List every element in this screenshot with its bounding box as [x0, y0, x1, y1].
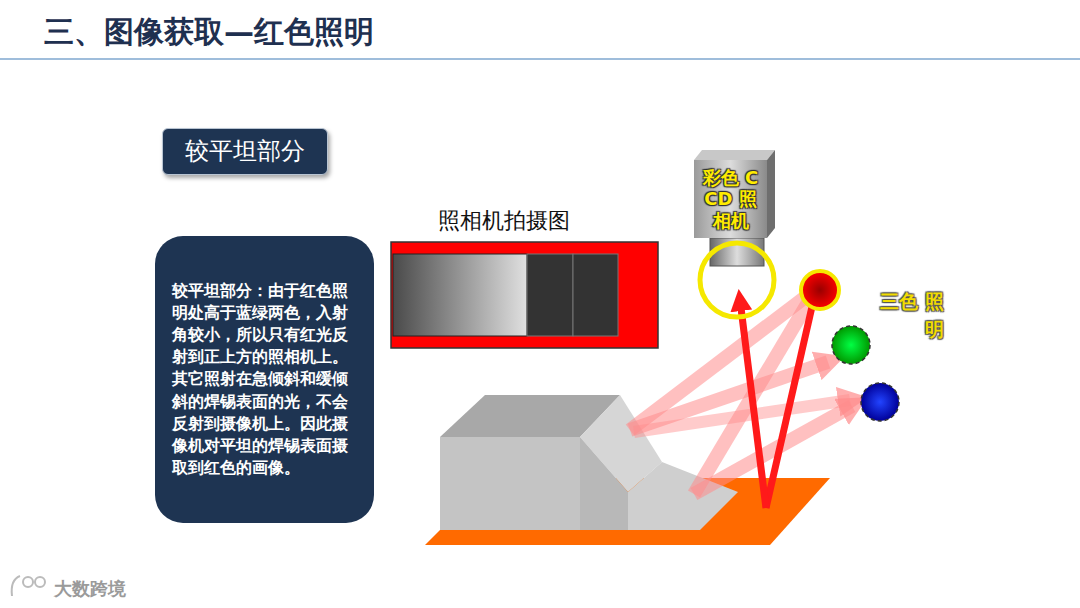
node-text: 较平坦部分：由于红色照明处高于蓝绿两色，入射角较小，所以只有红光反射到正上方的照… — [172, 280, 359, 479]
blue-light — [861, 383, 899, 421]
three-color-light-label: 三色 照明 — [866, 288, 944, 343]
watermark-stroke — [35, 577, 45, 587]
photo-dark-area — [527, 254, 573, 336]
camera-top — [694, 150, 775, 160]
node-text: 较平坦部分 — [171, 136, 319, 167]
ccd-camera: 彩色 CCD 照相机 — [694, 160, 767, 238]
red-reflected-beam — [740, 300, 766, 508]
title-rule — [0, 58, 1080, 60]
red-light-beam — [766, 298, 814, 508]
section-tag: 较平坦部分 — [162, 128, 328, 175]
camera-photo-frame — [391, 242, 658, 348]
explanation-box: 较平坦部分：由于红色照明处高于蓝绿两色，入射角较小，所以只有红光反射到正上方的照… — [155, 236, 374, 523]
reflected-beam — [634, 400, 850, 432]
watermark-stroke — [23, 577, 33, 587]
photo-dark-area — [573, 254, 618, 336]
lens-highlight-circle — [700, 243, 774, 317]
component-front — [440, 437, 580, 530]
camera-side — [767, 150, 775, 238]
node-text: 彩色 CCD 照相机 — [697, 167, 764, 232]
watermark-icon — [12, 576, 45, 596]
photo-caption: 照相机拍摄图 — [438, 205, 608, 237]
photo-gradient-area — [393, 254, 527, 336]
watermark-stroke — [12, 576, 20, 596]
green-light — [832, 326, 870, 364]
solder-side — [580, 437, 628, 530]
watermark: 大数跨境 — [54, 576, 164, 602]
red-light — [801, 271, 839, 309]
slide-title: 三、图像获取—红色照明 — [44, 12, 374, 53]
